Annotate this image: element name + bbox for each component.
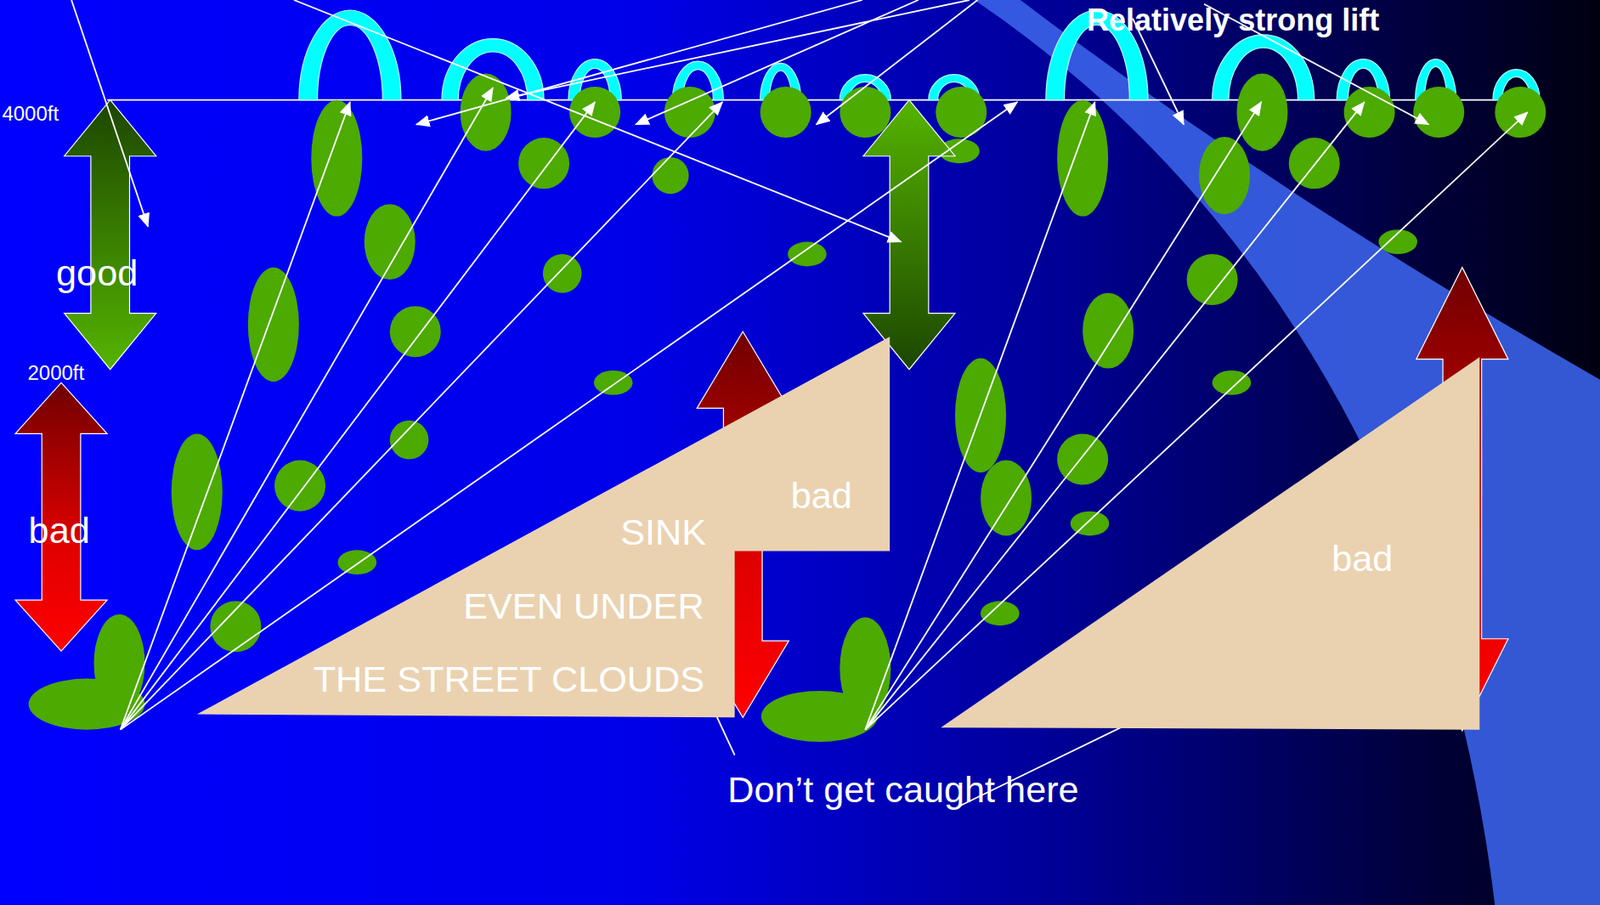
cloud-base-line xyxy=(107,99,1541,102)
thermal-bubble xyxy=(1212,370,1252,396)
region-label: SINK xyxy=(620,510,707,554)
thermal-bubble xyxy=(364,203,416,280)
thermal-bubble xyxy=(787,242,827,267)
pointer-line xyxy=(120,101,1018,730)
region-label: THE STREET CLOUDS xyxy=(313,657,705,701)
band-arrows xyxy=(15,100,1509,731)
pointer-line xyxy=(816,0,979,125)
thermal-bubble xyxy=(171,433,223,550)
region-label: bad xyxy=(1331,537,1393,580)
pointer-line xyxy=(416,0,863,125)
callout-note: Relatively strong lift xyxy=(1086,2,1380,38)
cumulus-cloud xyxy=(299,10,402,101)
thermal-bubble xyxy=(248,267,300,382)
sink-region: SINK EVEN UNDER THE STREET CLOUDS bad xyxy=(197,336,892,719)
thermal-bubble xyxy=(1057,433,1109,485)
pointer-line xyxy=(71,0,148,227)
thermal-bubble xyxy=(390,305,441,357)
thermal-bubble xyxy=(664,86,716,138)
thermal-bubble xyxy=(1236,73,1288,151)
thermal-bubble xyxy=(1057,100,1109,217)
thermal-bubble xyxy=(1082,293,1134,369)
altitude-mark: 4000ft xyxy=(1,101,59,125)
thermal-bubble xyxy=(1187,254,1239,306)
thermal-bubble xyxy=(542,254,583,294)
region-label: EVEN UNDER xyxy=(463,584,704,628)
pointer-line xyxy=(120,101,351,730)
thermal-bubble xyxy=(1494,86,1546,138)
thermal-bubble xyxy=(1198,136,1250,215)
thermal-bubble xyxy=(390,420,430,460)
thermal-bubble xyxy=(651,157,689,194)
thermal-bubble xyxy=(980,460,1032,537)
leader-lines xyxy=(71,0,1528,807)
band-label: bad xyxy=(28,508,91,552)
pointer-line xyxy=(865,112,1527,730)
pointer-line xyxy=(506,0,970,98)
thermal-bubble xyxy=(760,86,812,138)
thermal-bubble xyxy=(935,86,987,138)
height-band-arrow xyxy=(863,100,956,370)
sink-region: bad xyxy=(940,356,1480,730)
sink-shape xyxy=(940,356,1480,730)
thermal-bubble xyxy=(1413,86,1465,138)
thermal-bubble xyxy=(93,614,145,713)
thermal-blobs xyxy=(28,73,1547,742)
thermal-bubble xyxy=(310,100,362,217)
band-label: good xyxy=(56,251,138,294)
thermal-bubble xyxy=(460,73,512,151)
altitude-mark: 2000ft xyxy=(27,361,85,385)
thermal-bubble xyxy=(839,86,891,138)
pointer-line xyxy=(293,0,902,243)
thermal-bubble xyxy=(839,617,891,720)
region-label: bad xyxy=(791,474,853,517)
thermal-bubble xyxy=(1289,137,1340,189)
height-band-arrow xyxy=(64,100,157,370)
thermal-bubble xyxy=(593,370,634,396)
pointer-line xyxy=(865,101,1095,730)
height-band-arrow xyxy=(15,382,108,651)
warning-note: Don’t get caught here xyxy=(727,768,1079,811)
thermal-bubble xyxy=(1344,86,1396,138)
